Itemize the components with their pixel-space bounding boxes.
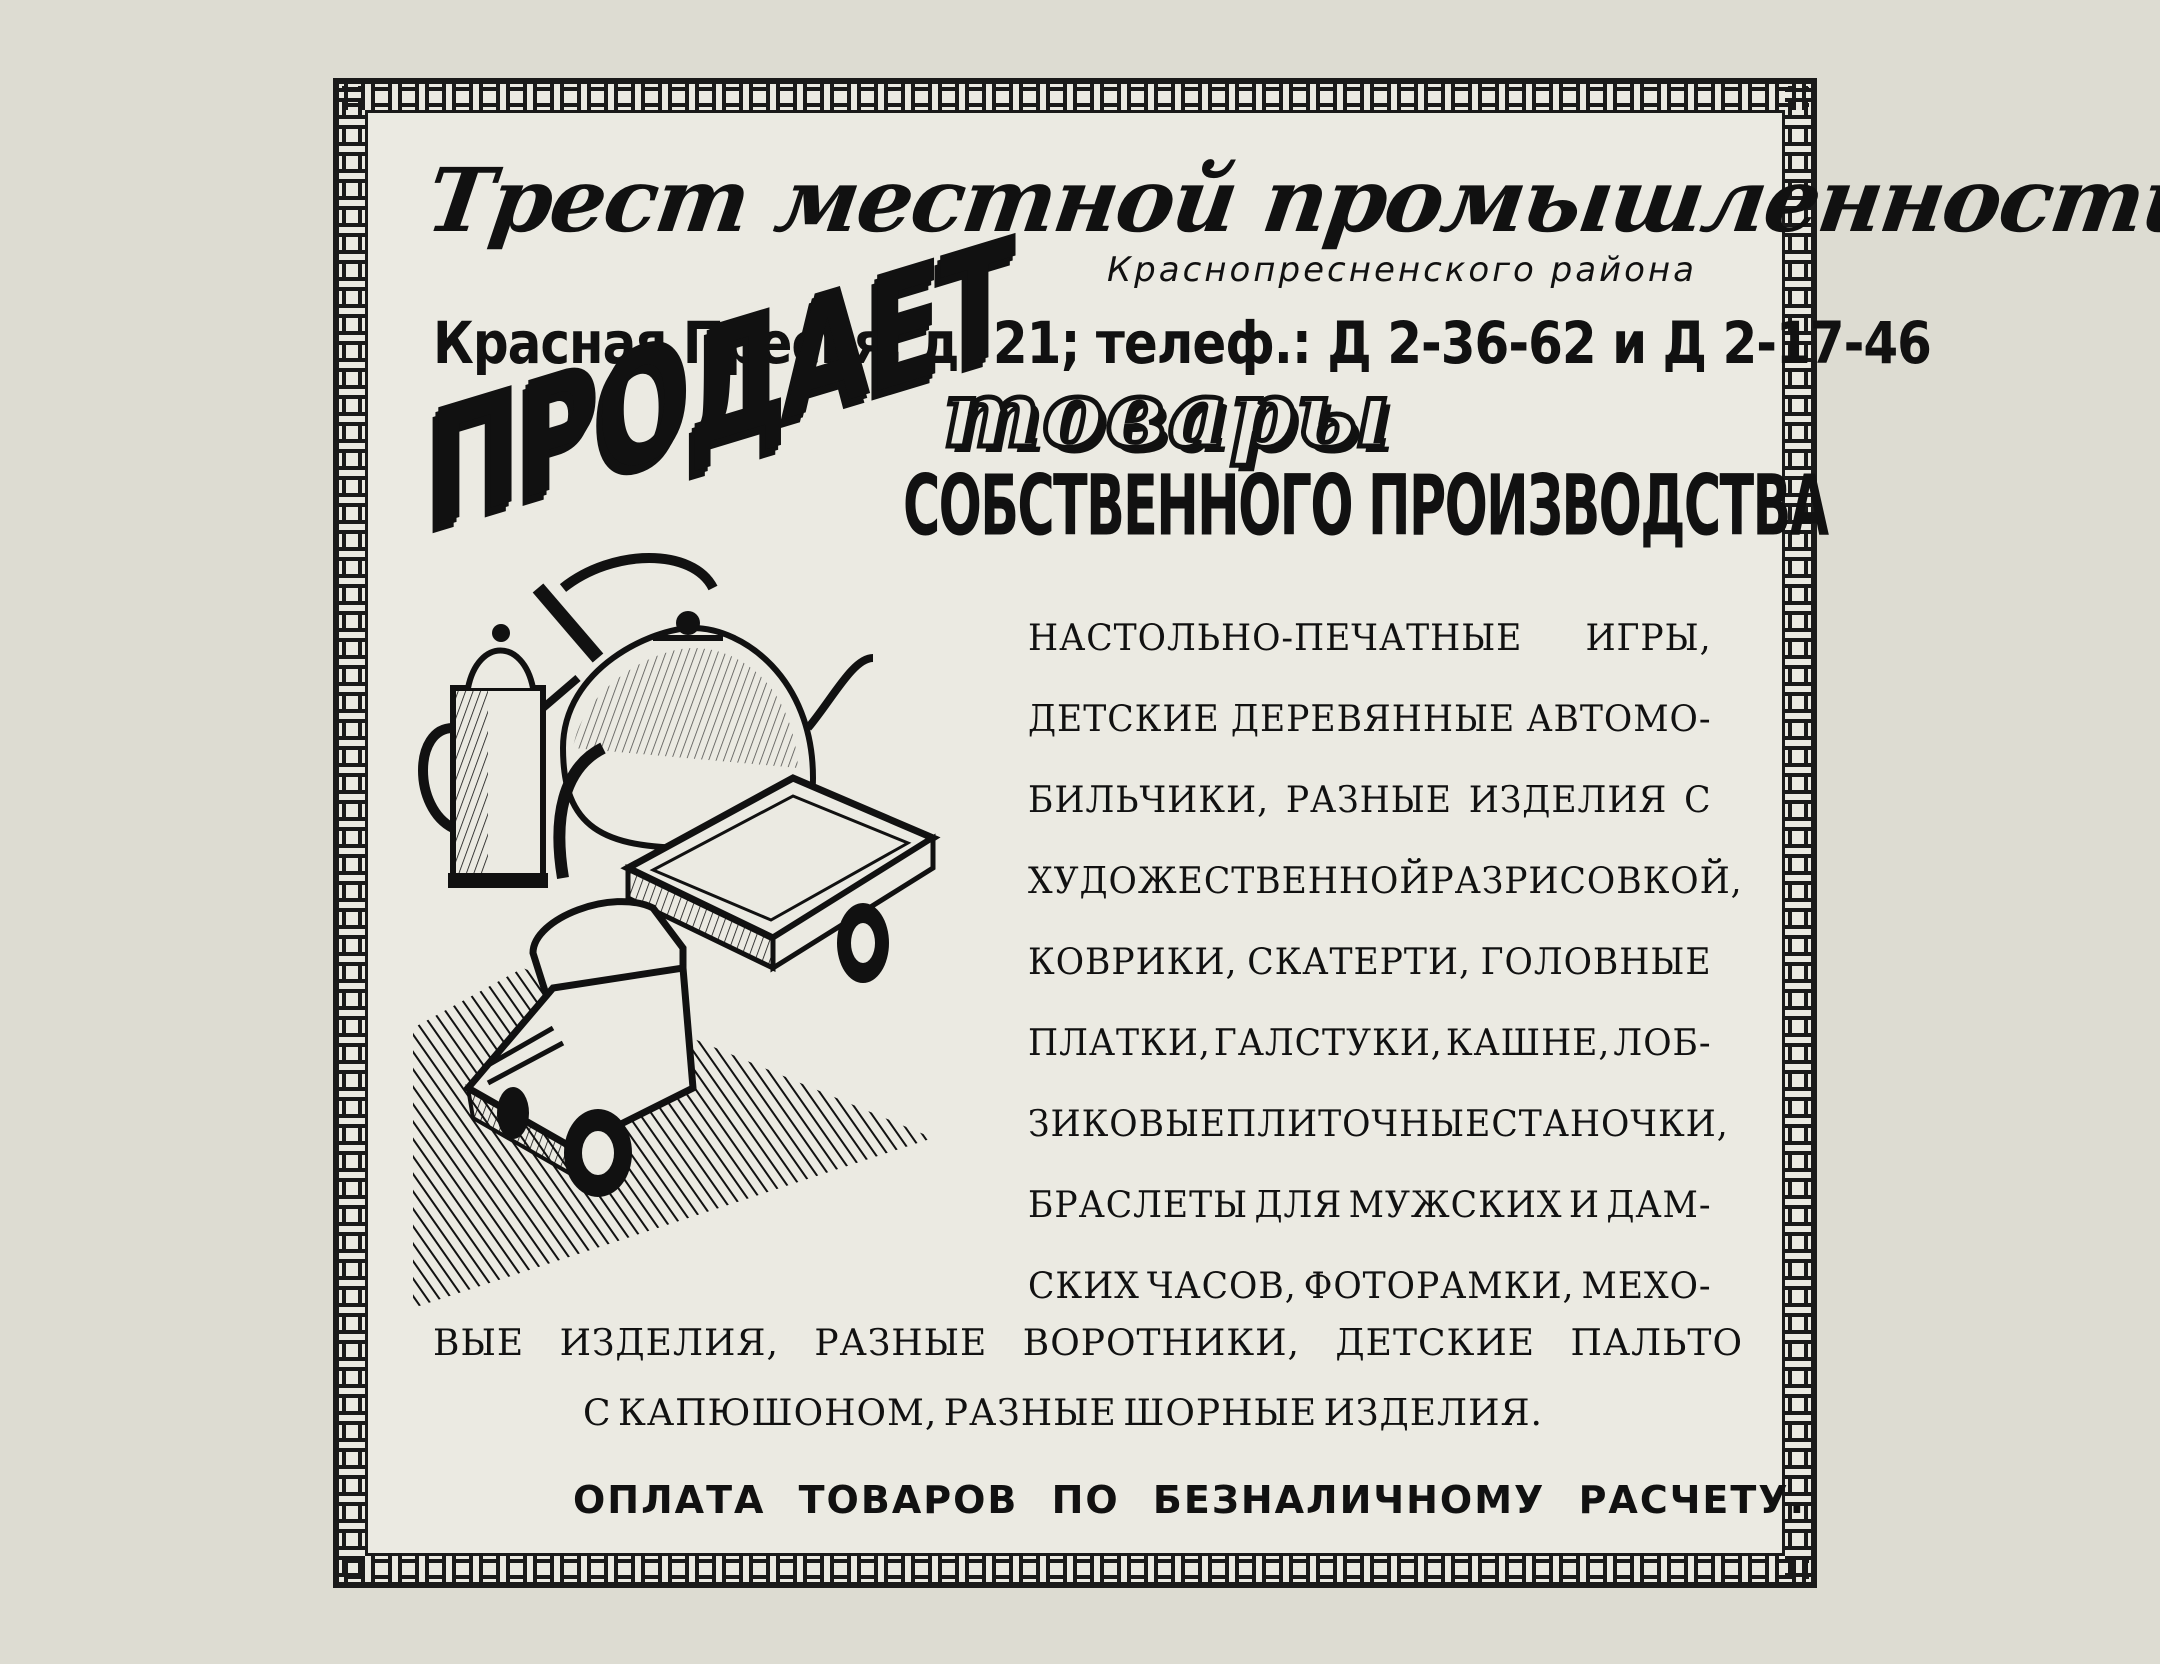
product-line: ПЛАТКИ,ГАЛСТУКИ,КАШНЕ,ЛОБ- bbox=[1028, 1023, 1712, 1064]
kettle-icon bbox=[532, 553, 874, 879]
goods-illustration bbox=[413, 553, 941, 1308]
district-subtitle: Краснопресненского района bbox=[1107, 250, 1697, 290]
inner-frame bbox=[365, 110, 1785, 1556]
trust-title: Трест местной промышленности bbox=[420, 148, 2160, 252]
border-pattern-top bbox=[341, 84, 1809, 110]
outer-frame bbox=[333, 78, 1817, 1588]
product-line: КОВРИКИ,СКАТЕРТИ,ГОЛОВНЫЕ bbox=[1028, 942, 1712, 983]
address-line: Красная Пресня, д. 21; телеф.: Д 2-36-62… bbox=[433, 310, 1932, 377]
payment-note: ОПЛАТА ТОВАРОВ ПО БЕЗНАЛИЧНОМУ РАСЧЕТУ. bbox=[573, 1478, 1807, 1522]
own-production-heading: СОБСТВЕННОГО ПРОИЗВОДСТВА bbox=[903, 456, 1829, 555]
border-pattern-right bbox=[1785, 86, 1811, 1580]
border-pattern-bottom bbox=[341, 1556, 1809, 1582]
coffee-pot-icon bbox=[418, 624, 581, 888]
goods-heading: товары bbox=[941, 358, 1393, 471]
border-pattern-left bbox=[339, 86, 365, 1580]
advertisement: Трест местной промышленности Краснопресн… bbox=[333, 78, 2160, 1588]
toy-truck-icon bbox=[462, 774, 941, 1197]
